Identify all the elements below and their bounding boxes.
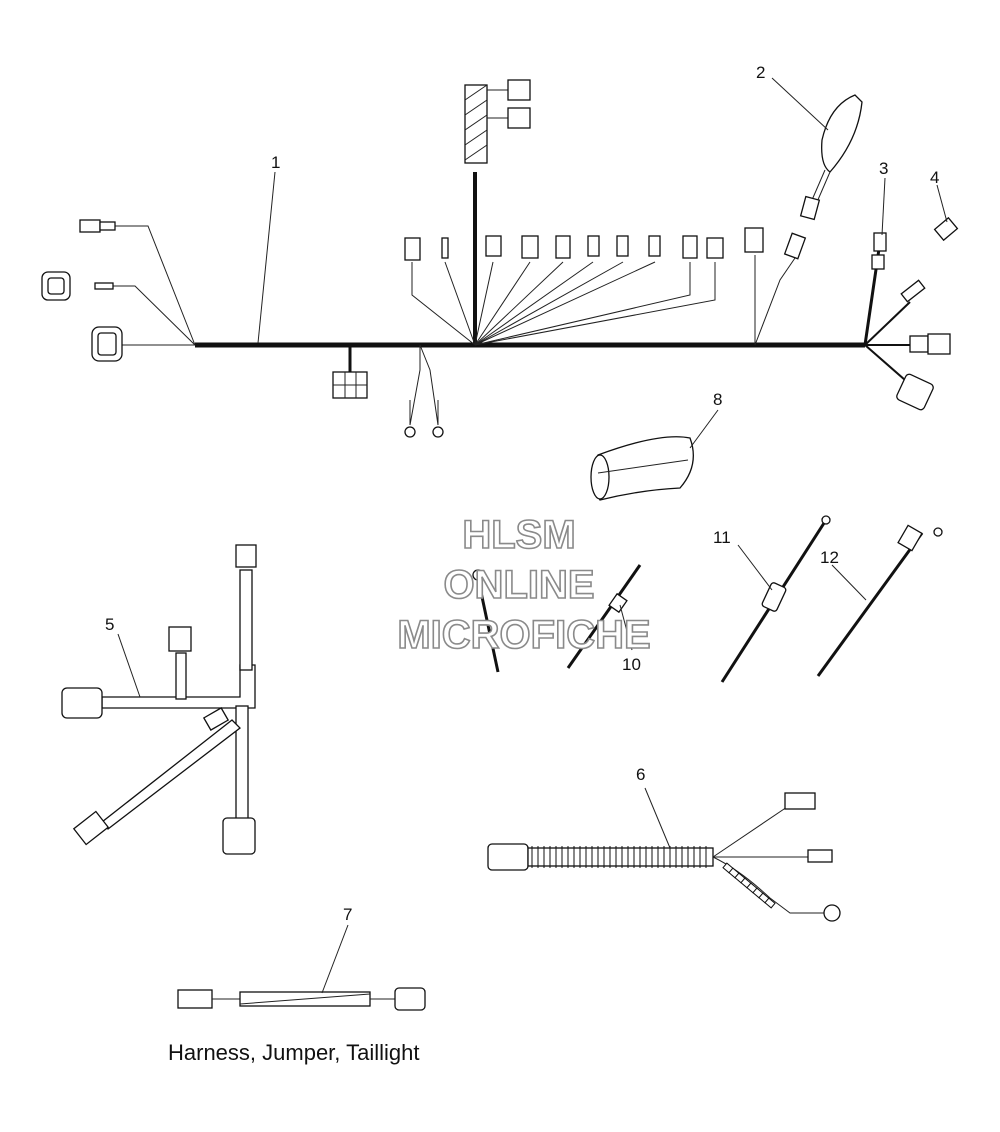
callout-5: 5: [105, 615, 114, 634]
watermark-line-2: ONLINE: [443, 563, 594, 607]
left-connector-large: [91, 326, 123, 362]
callout-8: 8: [713, 390, 722, 409]
callout-2: 2: [756, 63, 765, 82]
watermark: HLSM ONLINE MICROFICHE: [397, 512, 652, 658]
watermark-line-3: MICROFICHE: [397, 613, 650, 657]
convoluted-loom: [531, 846, 707, 868]
part-7-jumper: [177, 987, 426, 1011]
callout-11: 11: [713, 528, 731, 547]
leader-lines: [117, 77, 948, 994]
callout-7: 7: [343, 905, 352, 924]
right-end-connectors: [896, 279, 951, 411]
callout-3: 3: [879, 159, 888, 178]
ring-terminal: [404, 400, 444, 438]
diagram-caption: Harness, Jumper, Taillight: [168, 1040, 420, 1065]
part-3-connector: [871, 232, 887, 270]
part-6-harness: [487, 792, 841, 922]
part-9-cable-tie: [472, 569, 500, 673]
right-connectors: [744, 227, 807, 260]
small-connector-row: [404, 235, 724, 261]
part-5-harness: [61, 544, 257, 855]
part-2-sensor: [799, 94, 863, 221]
callout-6: 6: [636, 765, 645, 784]
left-connector-round: [41, 271, 114, 301]
part-10-cable-tie: [566, 564, 642, 669]
watermark-line-1: HLSM: [462, 513, 575, 557]
callout-1: 1: [271, 153, 280, 172]
part-12-cable-tie: [816, 524, 943, 677]
callout-10: 10: [622, 655, 641, 674]
bottom-connector: [332, 371, 368, 399]
main-harness: [41, 79, 951, 438]
part-8-sleeve: [590, 436, 694, 501]
callout-4: 4: [930, 168, 939, 187]
part-4-connector: [933, 216, 959, 242]
callout-numbers: 1 2 3 4 5 6 7 8 10 11 12: [105, 63, 939, 924]
part-11-cable-tie: [720, 515, 831, 683]
upper-connector-block: [464, 79, 531, 164]
left-connector-small: [79, 219, 116, 233]
callout-12: 12: [820, 548, 839, 567]
